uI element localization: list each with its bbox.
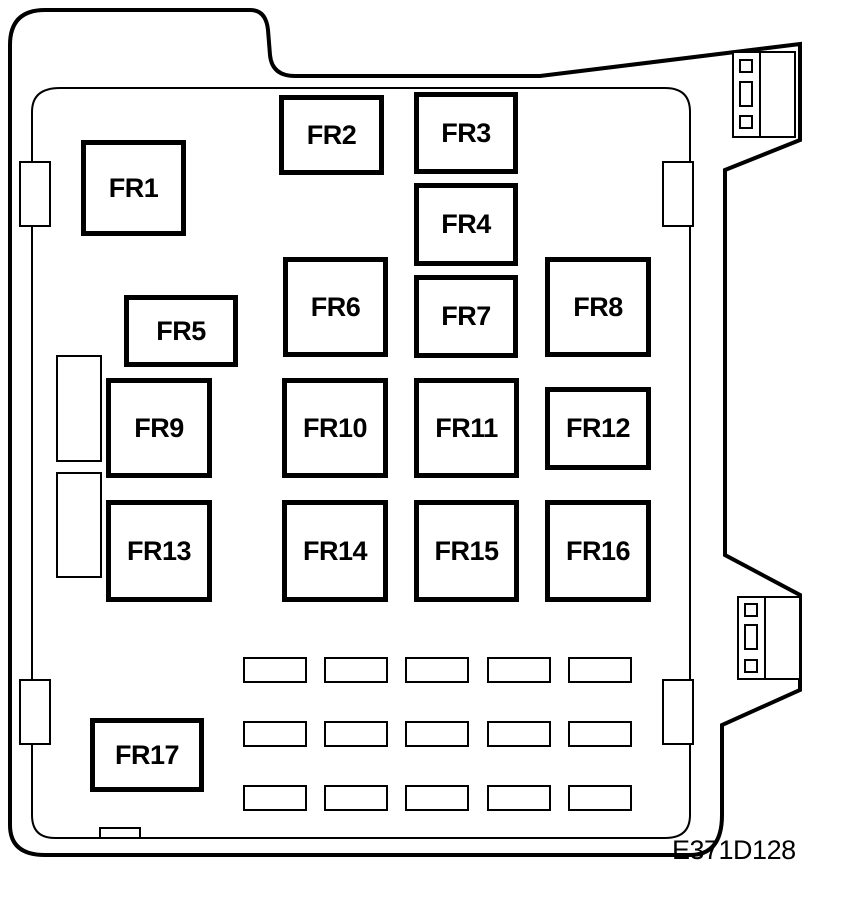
fuse-slot [568,657,632,683]
relay-label: FR16 [565,535,631,566]
fuse-slot [487,785,551,811]
relay-fr1: FR1 [81,140,186,236]
fuse-slot [324,657,388,683]
side-block-upper [56,355,102,462]
relay-fr2: FR2 [279,95,384,175]
relay-label: FR9 [134,412,184,443]
relay-fr16: FR16 [545,500,651,602]
relay-fr12: FR12 [545,387,651,470]
fuse-slot [568,785,632,811]
fuse-slot [243,657,307,683]
relay-fr15: FR15 [414,500,519,602]
relay-label: FR4 [441,209,491,239]
relay-fr17: FR17 [90,718,204,792]
fuse-slot [405,785,469,811]
relay-fr9: FR9 [106,378,212,478]
relay-fr10: FR10 [282,378,388,478]
relay-fr13: FR13 [106,500,212,602]
housing-outer [8,8,802,857]
connector-mid-right [737,596,801,680]
relay-fr5: FR5 [124,295,238,367]
relay-label: FR5 [156,315,206,346]
clip-right-bottom [662,679,694,745]
relay-fr4: FR4 [414,183,518,266]
relay-label: FR1 [108,172,159,203]
clip-right-top [662,161,694,227]
fuse-slot [243,785,307,811]
relay-label: FR11 [435,412,498,443]
relay-label: FR3 [441,117,491,148]
clip-left-top [19,161,51,227]
relay-fr14: FR14 [282,500,388,602]
relay-fr8: FR8 [545,257,651,357]
bottom-notch [99,827,141,838]
fuse-slot [324,721,388,747]
relay-label: FR13 [126,535,192,566]
fuse-slot [568,721,632,747]
relay-label: FR14 [302,535,368,566]
relay-label: FR6 [310,291,361,322]
fuse-slots [243,657,632,811]
relay-label: FR12 [565,413,631,443]
relay-label: FR2 [306,119,357,150]
relay-label: FR10 [302,412,368,443]
side-block-lower [56,472,102,578]
housing-inner [31,87,691,839]
relay-fr11: FR11 [414,378,519,478]
figure-id: E371D128 [672,835,796,865]
fuse-slot [405,657,469,683]
relay-label: FR17 [114,739,180,770]
relay-fr7: FR7 [414,275,518,358]
fuse-slot [243,721,307,747]
clip-left-bottom [19,679,51,745]
connector-top-right [732,51,796,138]
relay-label: FR8 [573,291,623,322]
fuse-slot [324,785,388,811]
relay-label: FR15 [434,535,499,566]
fuse-slot [405,721,469,747]
fuse-slot [487,657,551,683]
fuse-slot [487,721,551,747]
relay-fr6: FR6 [283,257,388,357]
relay-label: FR7 [441,301,491,331]
relay-fr3: FR3 [414,92,518,174]
